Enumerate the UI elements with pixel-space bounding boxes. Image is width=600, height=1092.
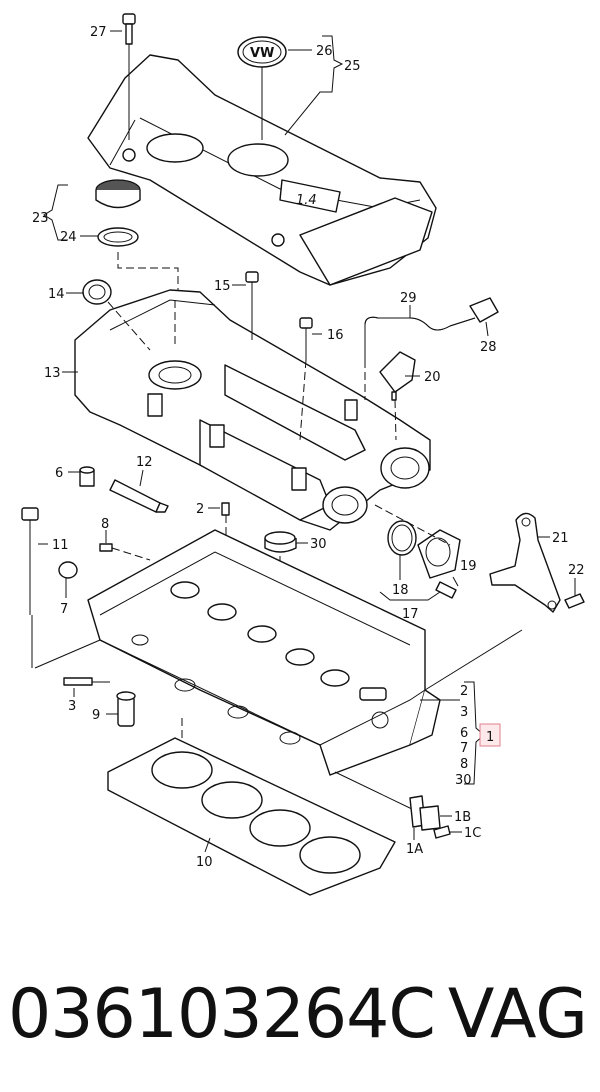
callout-17: 17 xyxy=(402,607,419,622)
stud-3 xyxy=(63,677,110,686)
bolt-19 xyxy=(435,581,457,599)
callout-3-list: 3 xyxy=(460,705,468,720)
callout-19: 19 xyxy=(460,559,477,574)
callout-16: 16 xyxy=(327,328,344,343)
callout-27: 27 xyxy=(90,25,107,40)
callout-21: 21 xyxy=(552,531,569,546)
callout-23: 23 xyxy=(32,211,49,226)
lifting-bracket xyxy=(489,512,561,613)
engine-cover: 1.4 xyxy=(87,54,437,286)
callout-9: 9 xyxy=(92,708,100,723)
callout-25: 25 xyxy=(344,59,361,74)
callout-10: 10 xyxy=(196,855,213,870)
oil-filler-cap xyxy=(95,179,179,345)
vw-logo-emblem: VW xyxy=(237,36,287,68)
seal-ring-18 xyxy=(387,520,417,556)
callout-18: 18 xyxy=(392,583,409,598)
callout-12: 12 xyxy=(136,455,153,470)
callout-7-top: 7 xyxy=(60,602,68,617)
bolt-11 xyxy=(21,507,39,668)
callout-7-list: 7 xyxy=(460,741,468,756)
camshaft-housing xyxy=(74,289,431,531)
callout-20: 20 xyxy=(424,370,441,385)
seal-14 xyxy=(82,279,151,351)
callout-6-top: 6 xyxy=(55,466,63,481)
callout-28: 28 xyxy=(480,340,497,355)
breather-hose xyxy=(364,297,499,400)
callout-8-top: 8 xyxy=(101,517,109,532)
logo-letters: VW xyxy=(250,46,274,61)
plug-6 xyxy=(79,466,95,487)
cylinder-head xyxy=(34,529,523,811)
footer: 036103264C VAG xyxy=(0,960,600,1070)
exploded-parts-diagram: 1.4 VW xyxy=(21,13,585,896)
callout-24: 24 xyxy=(60,230,77,245)
callout-6-list: 6 xyxy=(460,726,468,741)
callout-1A: 1A xyxy=(406,842,423,857)
callout-14: 14 xyxy=(48,287,65,302)
callout-29: 29 xyxy=(400,291,417,306)
callout-2-top: 2 xyxy=(196,502,204,517)
part-number: 036103264C xyxy=(8,975,436,1054)
callout-3-left: 3 xyxy=(68,699,76,714)
plate-1B xyxy=(419,805,441,831)
plug-7 xyxy=(58,561,78,579)
callout-2-list: 2 xyxy=(460,684,468,699)
bolt-16 xyxy=(299,317,313,441)
callout-30-top: 30 xyxy=(310,537,327,552)
callout-13: 13 xyxy=(44,366,61,381)
highlight-box xyxy=(479,723,501,747)
bolt-1C xyxy=(433,825,451,839)
callout-15: 15 xyxy=(214,279,231,294)
callout-1: 1 xyxy=(486,730,494,745)
housing-17 xyxy=(374,504,461,579)
pin-8 xyxy=(99,543,151,561)
callout-1C: 1C xyxy=(464,826,481,841)
head-gasket xyxy=(107,718,396,896)
callout-8-list: 8 xyxy=(460,757,468,772)
bolt-27 xyxy=(122,13,136,140)
callout-22: 22 xyxy=(568,563,585,578)
sensor-20 xyxy=(379,351,416,441)
sealant-tube xyxy=(109,479,169,513)
bolt-15 xyxy=(245,271,259,340)
bolt-22 xyxy=(564,593,585,609)
callout-30-list: 30 xyxy=(455,773,472,788)
brand-name: VAG xyxy=(447,975,588,1054)
callout-11: 11 xyxy=(52,538,69,553)
callout-26: 26 xyxy=(316,44,333,59)
cover-badge: 1.4 xyxy=(296,193,317,208)
callout-labels: 27 26 25 23 24 14 13 15 16 29 28 20 6 12… xyxy=(32,25,585,870)
seal-30 xyxy=(264,531,297,610)
valve-lifter-9 xyxy=(116,691,136,727)
callout-1B: 1B xyxy=(454,810,471,825)
